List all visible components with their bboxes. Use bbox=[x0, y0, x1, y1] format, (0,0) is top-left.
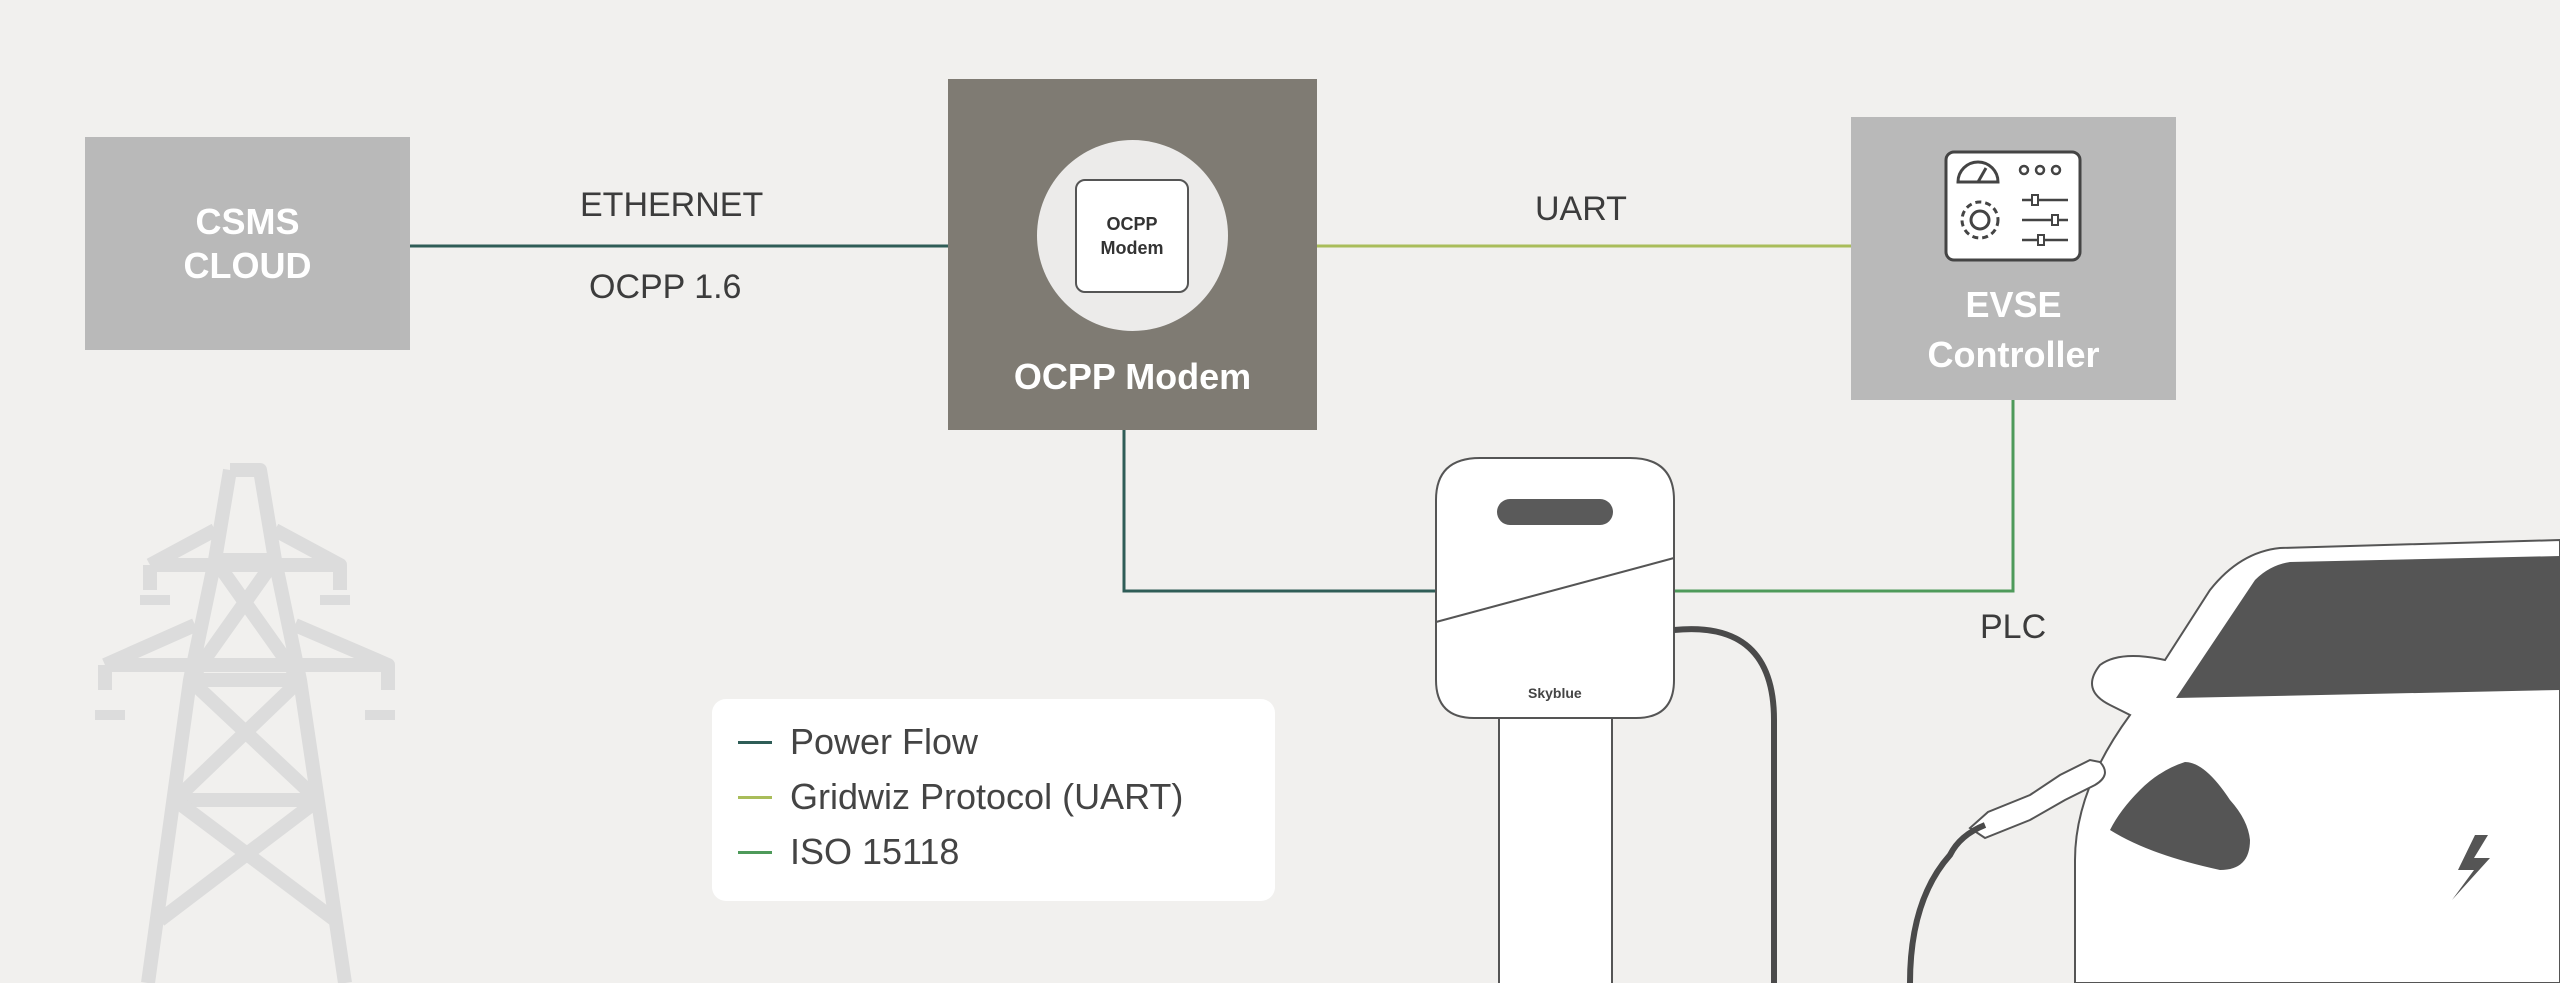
evse-label-line2: Controller bbox=[1927, 334, 2100, 375]
legend: Power Flow Gridwiz Protocol (UART) ISO 1… bbox=[712, 699, 1275, 901]
ocpp-modem-box: OCPP Modem OCPP Modem bbox=[948, 79, 1317, 430]
csms-label-line2: CLOUD bbox=[183, 244, 312, 286]
legend-swatch bbox=[738, 850, 772, 854]
ocpp-version-label: OCPP 1.6 bbox=[589, 268, 742, 306]
charger-cable bbox=[1673, 626, 1777, 983]
uart-label: UART bbox=[1535, 190, 1627, 228]
modem-chip-icon: OCPP Modem bbox=[1075, 179, 1189, 293]
charger-display bbox=[1497, 499, 1613, 525]
legend-item-power-flow: Power Flow bbox=[738, 721, 978, 763]
ethernet-label: ETHERNET bbox=[580, 186, 764, 224]
transmission-tower-icon bbox=[95, 463, 395, 983]
legend-label: ISO 15118 bbox=[790, 831, 960, 872]
ev-charger bbox=[1435, 457, 1777, 983]
controller-panel-icon bbox=[1944, 150, 2082, 262]
legend-item-iso15118: ISO 15118 bbox=[738, 831, 959, 873]
plc-label: PLC bbox=[1980, 608, 2047, 646]
legend-label: Gridwiz Protocol (UART) bbox=[790, 776, 1184, 817]
modem-chip-line1: OCPP bbox=[1106, 214, 1158, 234]
electric-car bbox=[1907, 538, 2560, 983]
modem-title: OCPP Modem bbox=[1013, 356, 1252, 397]
legend-label: Power Flow bbox=[790, 721, 979, 762]
legend-swatch bbox=[738, 740, 772, 744]
csms-label-line1: CSMS bbox=[195, 200, 300, 242]
csms-cloud-box: CSMS CLOUD bbox=[85, 137, 410, 350]
charging-plug bbox=[1968, 758, 2106, 840]
lightning-bolt-icon bbox=[2452, 835, 2490, 900]
evse-title: EVSE Controller bbox=[1851, 280, 2176, 380]
evse-label-line1: EVSE bbox=[1965, 284, 2062, 325]
legend-item-uart: Gridwiz Protocol (UART) bbox=[738, 776, 1183, 818]
charger-brand: Skyblue bbox=[1528, 685, 1582, 701]
legend-swatch bbox=[738, 795, 772, 799]
modem-chip-line2: Modem bbox=[1100, 238, 1164, 258]
modem-charger-line bbox=[1122, 430, 1436, 593]
evse-controller-box: EVSE Controller bbox=[1851, 117, 2176, 400]
plc-line bbox=[1674, 400, 2015, 593]
